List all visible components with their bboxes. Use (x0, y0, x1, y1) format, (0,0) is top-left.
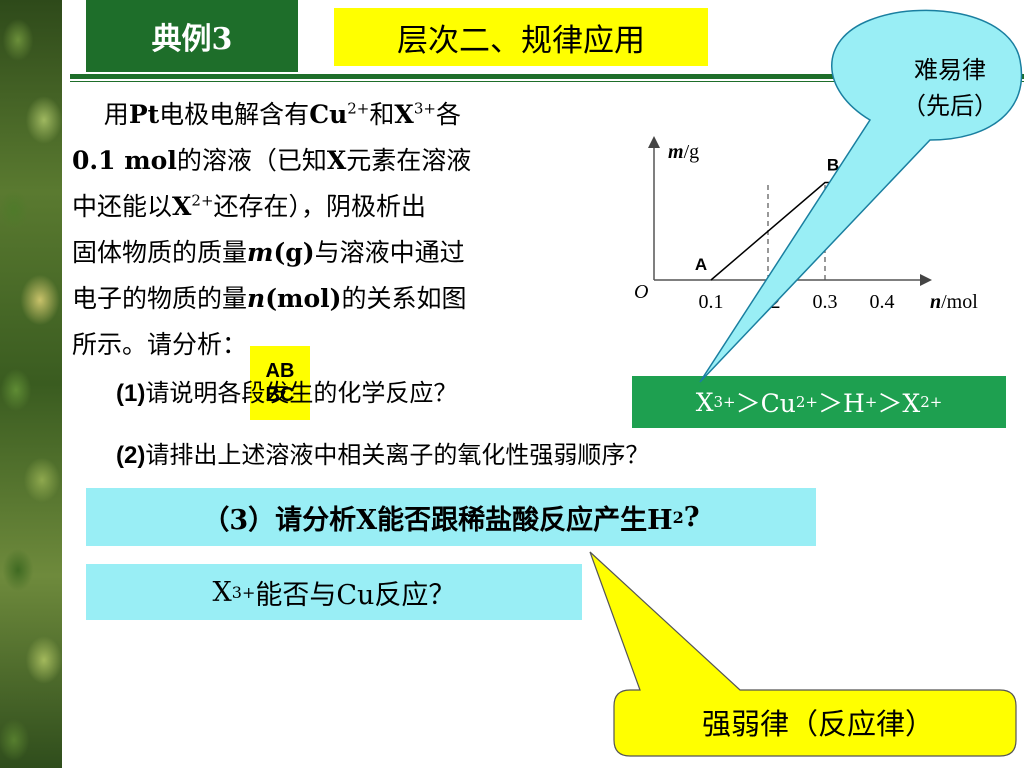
question-4-x: X (212, 576, 232, 608)
origin-label: O (634, 281, 648, 303)
question-2: (2)请排出上述溶液中相关离子的氧化性强弱顺序？ (116, 440, 649, 471)
y-axis-var: m (668, 141, 684, 163)
question-3-end: ? (683, 501, 700, 533)
problem-seg: 0.1 mol (72, 146, 177, 175)
question-3-subscript: 2 (672, 507, 684, 527)
problem-seg: 和 (369, 100, 395, 129)
problem-seg: 还存在），阴极析出 (213, 192, 427, 221)
x-tick-label: 0.4 (870, 291, 895, 313)
problem-seg: n (247, 284, 266, 313)
order-seg: + (864, 393, 878, 411)
mass-vs-electron-chart: m/g O n/mol 0.1 0.2 0.3 0.4 A B C (634, 136, 978, 313)
problem-seg: X (172, 192, 192, 221)
header-divider (70, 74, 1024, 79)
problem-seg: 元素在溶液 (346, 146, 472, 175)
order-seg: X (695, 387, 714, 417)
order-seg: 3+ (713, 393, 736, 411)
question-4-charge: 3+ (231, 582, 256, 602)
point-label: A (695, 255, 707, 274)
problem-seg: 的溶液（已知 (176, 146, 327, 175)
segment-label-badge: AB BC (250, 346, 310, 420)
y-axis-unit: /g (684, 141, 700, 163)
problem-seg: X (394, 100, 414, 129)
order-seg: ＞Cu (735, 389, 796, 418)
point-label: C (886, 156, 898, 175)
question-1: (1)请说明各段发生的化学反应？ (116, 378, 457, 409)
problem-seg: 2+ (191, 191, 214, 210)
problem-seg: 3+ (413, 99, 436, 118)
cloud-line-2: （先后） (902, 92, 998, 120)
problem-seg: X (326, 146, 347, 175)
cloud-line-1: 难易律 (914, 56, 986, 84)
x-axis-var: n (930, 291, 941, 313)
question-3-text: （3）请分析X能否跟稀盐酸反应产生H (202, 504, 673, 536)
point-label: B (827, 156, 839, 175)
data-polyline (710, 181, 882, 281)
problem-seg: (mol) (265, 284, 342, 313)
cloud-callout-text: 难易律 （先后） (880, 52, 1020, 124)
yellow-callout-label: 强弱律（反应律） (701, 707, 934, 741)
segment-label-ab: AB (265, 360, 295, 382)
problem-seg: Cu (309, 100, 348, 129)
x-axis-unit: /mol (941, 291, 978, 313)
question-4-text: 能否与Cu反应？ (255, 579, 456, 611)
order-seg: ＞X (877, 389, 921, 418)
question-1-number: (1) (116, 380, 146, 407)
question-2-number: (2) (116, 442, 146, 469)
y-axis-label: m/g (668, 141, 699, 163)
example-label-text: 典例3 (151, 22, 233, 57)
problem-seg: 2+ (347, 99, 370, 118)
problem-seg: 电子的物质的量 (72, 284, 248, 313)
problem-seg: 各 (435, 100, 461, 129)
dashed-guides (767, 182, 826, 280)
topic-label-text: 层次二、规律应用 (397, 22, 645, 59)
yellow-callout-text: 强弱律（反应律） (616, 694, 1020, 750)
question-1-text: 请说明各段发生的化学反应？ (145, 379, 458, 407)
problem-seg: 电极电解含有 (159, 100, 310, 129)
leaf-background-strip (0, 0, 62, 768)
x-tick-label: 0.3 (813, 291, 838, 313)
x-tick-labels: 0.1 0.2 0.3 0.4 (699, 291, 895, 313)
point-labels: A B C (695, 156, 898, 275)
order-seg: 2+ (795, 393, 818, 411)
problem-seg: 与溶液中通过 (314, 238, 465, 267)
problem-seg: 中还能以 (72, 192, 173, 221)
question-2-text: 请排出上述溶液中相关离子的氧化性强弱顺序？ (145, 441, 650, 469)
x-tick-label: 0.1 (699, 291, 724, 313)
problem-seg: 用 (103, 100, 129, 129)
data-line (710, 181, 882, 281)
x-tick-label: 0.2 (756, 291, 781, 313)
example-label: 典例3 (86, 0, 298, 72)
header-divider-thin (70, 81, 1024, 82)
problem-seg: (g) (273, 238, 315, 267)
order-seg: 2+ (920, 393, 943, 411)
problem-seg: 所示。请分析： (72, 330, 248, 359)
problem-seg: 的关系如图 (341, 284, 467, 313)
topic-label: 层次二、规律应用 (334, 8, 708, 66)
segment-label-bc: BC (265, 384, 295, 406)
x-axis-label: n/mol (930, 291, 978, 313)
problem-seg: m (247, 238, 274, 267)
problem-seg: 固体物质的质量 (72, 238, 248, 267)
order-seg: ＞H (817, 389, 865, 418)
problem-seg: Pt (128, 100, 160, 129)
